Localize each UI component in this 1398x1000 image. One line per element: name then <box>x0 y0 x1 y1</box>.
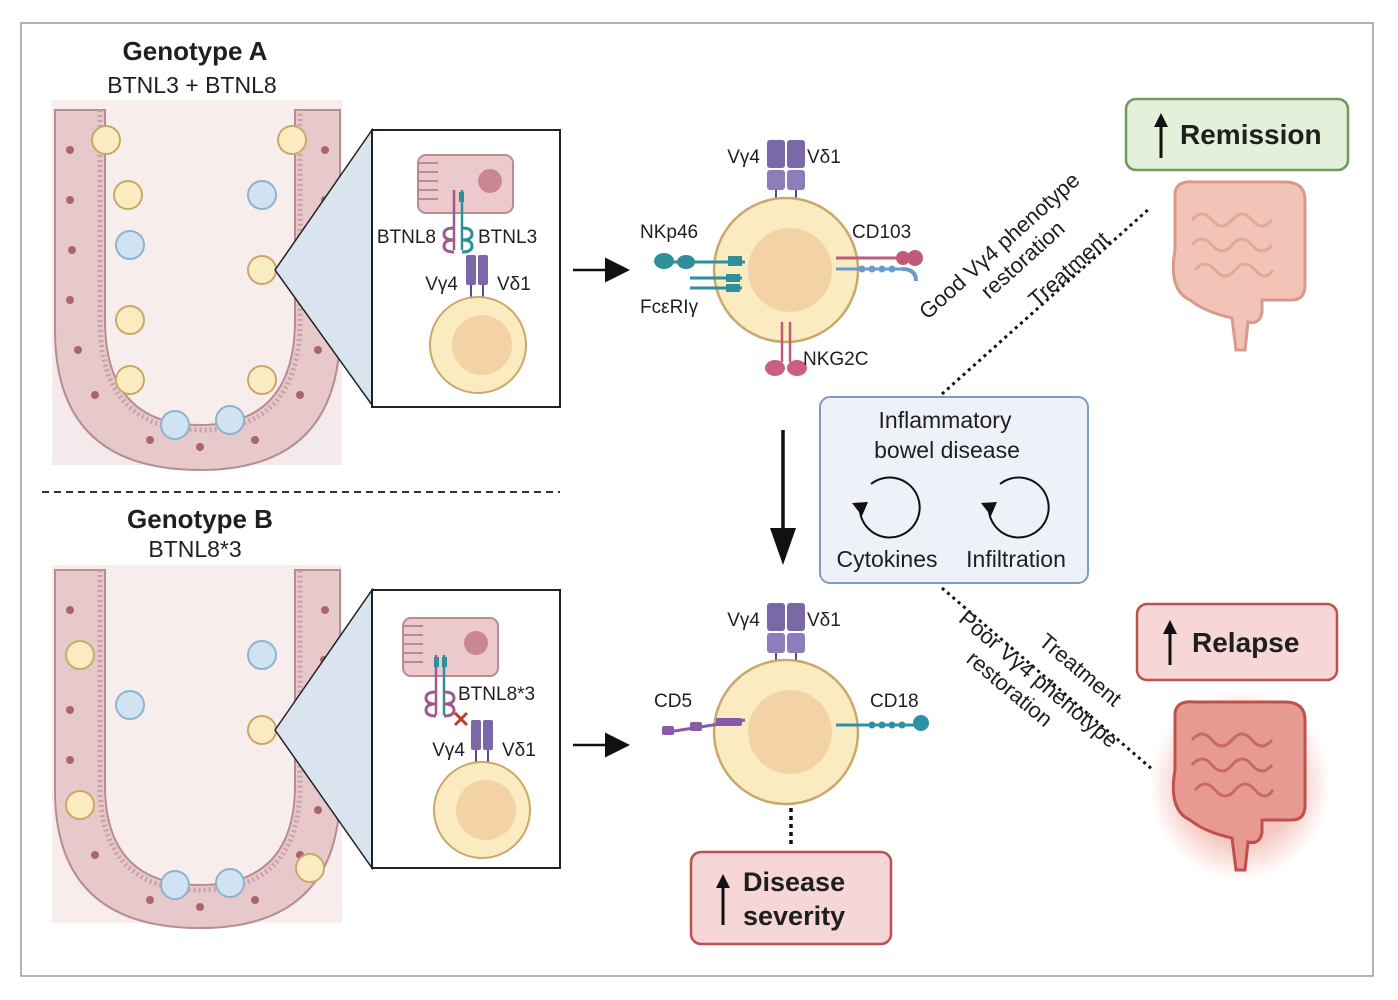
label-cd5: CD5 <box>654 691 692 712</box>
label-inset-b-vg4: Vγ4 <box>432 740 465 761</box>
disease-severity-box <box>689 850 893 946</box>
label-btnl3: BTNL3 <box>478 227 537 248</box>
infiltration-cycle-icon <box>981 476 1050 539</box>
label-cd103: CD103 <box>852 222 911 243</box>
ibd-title-line2: bowel disease <box>874 437 1020 463</box>
relapse-label: Relapse <box>1192 627 1299 658</box>
cell-a-tcr-icon <box>767 140 805 212</box>
btnl8-3-homodimer-icon <box>424 655 456 718</box>
no-interaction-x-icon <box>453 711 469 727</box>
inset-a-epithelial-cell <box>417 154 514 214</box>
genotype-b-title: Genotype B <box>127 504 273 534</box>
cytokines-cycle-icon <box>852 476 921 539</box>
poor-path-line <box>941 586 1154 772</box>
label-cd18: CD18 <box>870 691 919 712</box>
up-arrow-icon <box>1154 113 1168 127</box>
label-inset-a-vd1: Vδ1 <box>497 274 531 295</box>
cd18-icon <box>836 715 929 731</box>
cd5-icon <box>662 718 746 735</box>
cd103-icon <box>836 250 923 282</box>
fceriy-icon <box>690 274 742 292</box>
cell-a <box>654 140 923 376</box>
severity-line2: severity <box>743 901 845 931</box>
label-nkp46: NKp46 <box>640 222 698 243</box>
label-cell-a-vg4: Vγ4 <box>727 147 760 168</box>
severity-line1: Disease <box>743 867 845 897</box>
nkg2c-icon <box>765 322 807 376</box>
label-cell-a-vd1: Vδ1 <box>807 147 841 168</box>
inset-b-t-cell-nucleus <box>456 780 516 840</box>
cell-b <box>662 603 929 806</box>
label-btnl8-3: BTNL8*3 <box>458 684 535 705</box>
arrow-down-head <box>770 528 796 565</box>
remission-label: Remission <box>1180 119 1322 150</box>
label-cell-b-vg4: Vγ4 <box>727 610 760 631</box>
label-btnl8: BTNL8 <box>377 227 436 248</box>
label-infiltration: Infiltration <box>966 546 1066 572</box>
up-arrow-icon <box>716 874 730 888</box>
remission-box <box>1124 97 1350 172</box>
good-path-line <box>941 206 1151 396</box>
label-cell-b-vd1: Vδ1 <box>807 610 841 631</box>
label-cytokines: Cytokines <box>837 546 938 572</box>
ibd-title-line1: Inflammatory <box>879 407 1012 433</box>
label-nkg2c: NKG2C <box>803 349 868 370</box>
cell-b-tcr-icon <box>767 603 805 672</box>
relapse-box <box>1135 602 1339 682</box>
inset-b-epithelial-cell <box>402 617 499 677</box>
healthy-colon-icon <box>1171 180 1307 352</box>
inset-a-t-cell-nucleus <box>452 315 512 375</box>
label-inset-a-vg4: Vγ4 <box>425 274 458 295</box>
crypt-a <box>52 100 342 472</box>
genotype-a-title: Genotype A <box>123 36 268 66</box>
label-inset-b-vd1: Vδ1 <box>502 740 536 761</box>
nkp46-icon <box>654 253 745 269</box>
label-fceriy: FcεRIγ <box>640 297 699 318</box>
genotype-a-subtitle: BTNL3 + BTNL8 <box>107 72 276 98</box>
inflamed-colon-icon <box>1150 690 1330 880</box>
btnl-heterodimer-icon <box>442 190 474 254</box>
genotype-b-subtitle: BTNL8*3 <box>148 536 241 562</box>
up-arrow-icon <box>1163 620 1177 634</box>
